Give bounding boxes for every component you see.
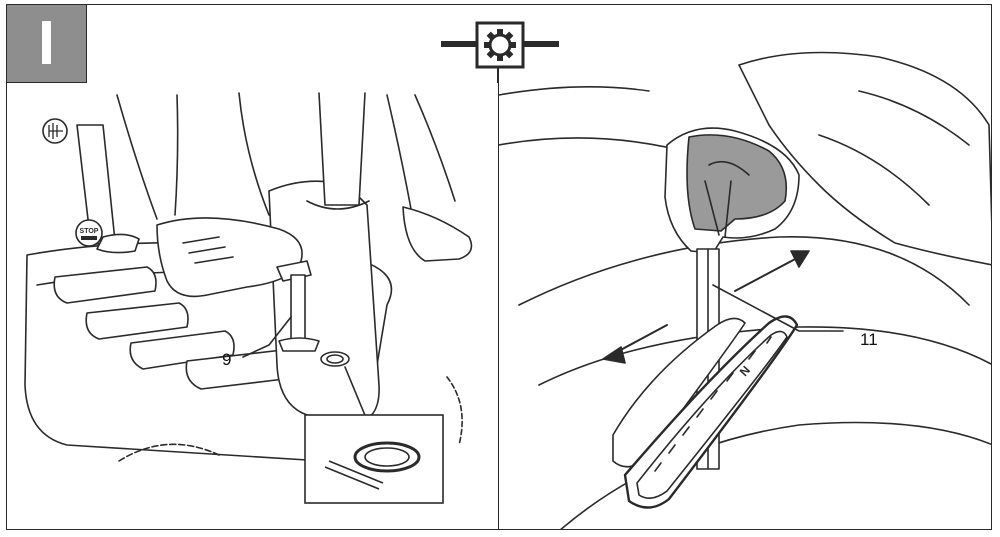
detail-inset	[304, 414, 444, 504]
gear-icon	[441, 21, 559, 83]
pedal-drawing: STOP	[24, 92, 473, 504]
manual-figure: STOP 9	[6, 4, 992, 530]
panel-divider	[498, 83, 499, 529]
left-panel-pedal-illustration: STOP 9	[7, 5, 497, 529]
callout-11: 11	[860, 330, 878, 349]
stop-label: STOP	[80, 228, 99, 235]
gear-lever-drawing: N	[499, 51, 991, 529]
section-label: I	[7, 5, 87, 83]
throttle-pedal-icon	[42, 118, 68, 144]
right-panel-gear-lever-illustration: N 11	[499, 5, 991, 529]
callout-9: 9	[222, 350, 232, 369]
stop-pedal-icon: STOP	[75, 219, 103, 247]
gear-badge	[441, 19, 559, 83]
